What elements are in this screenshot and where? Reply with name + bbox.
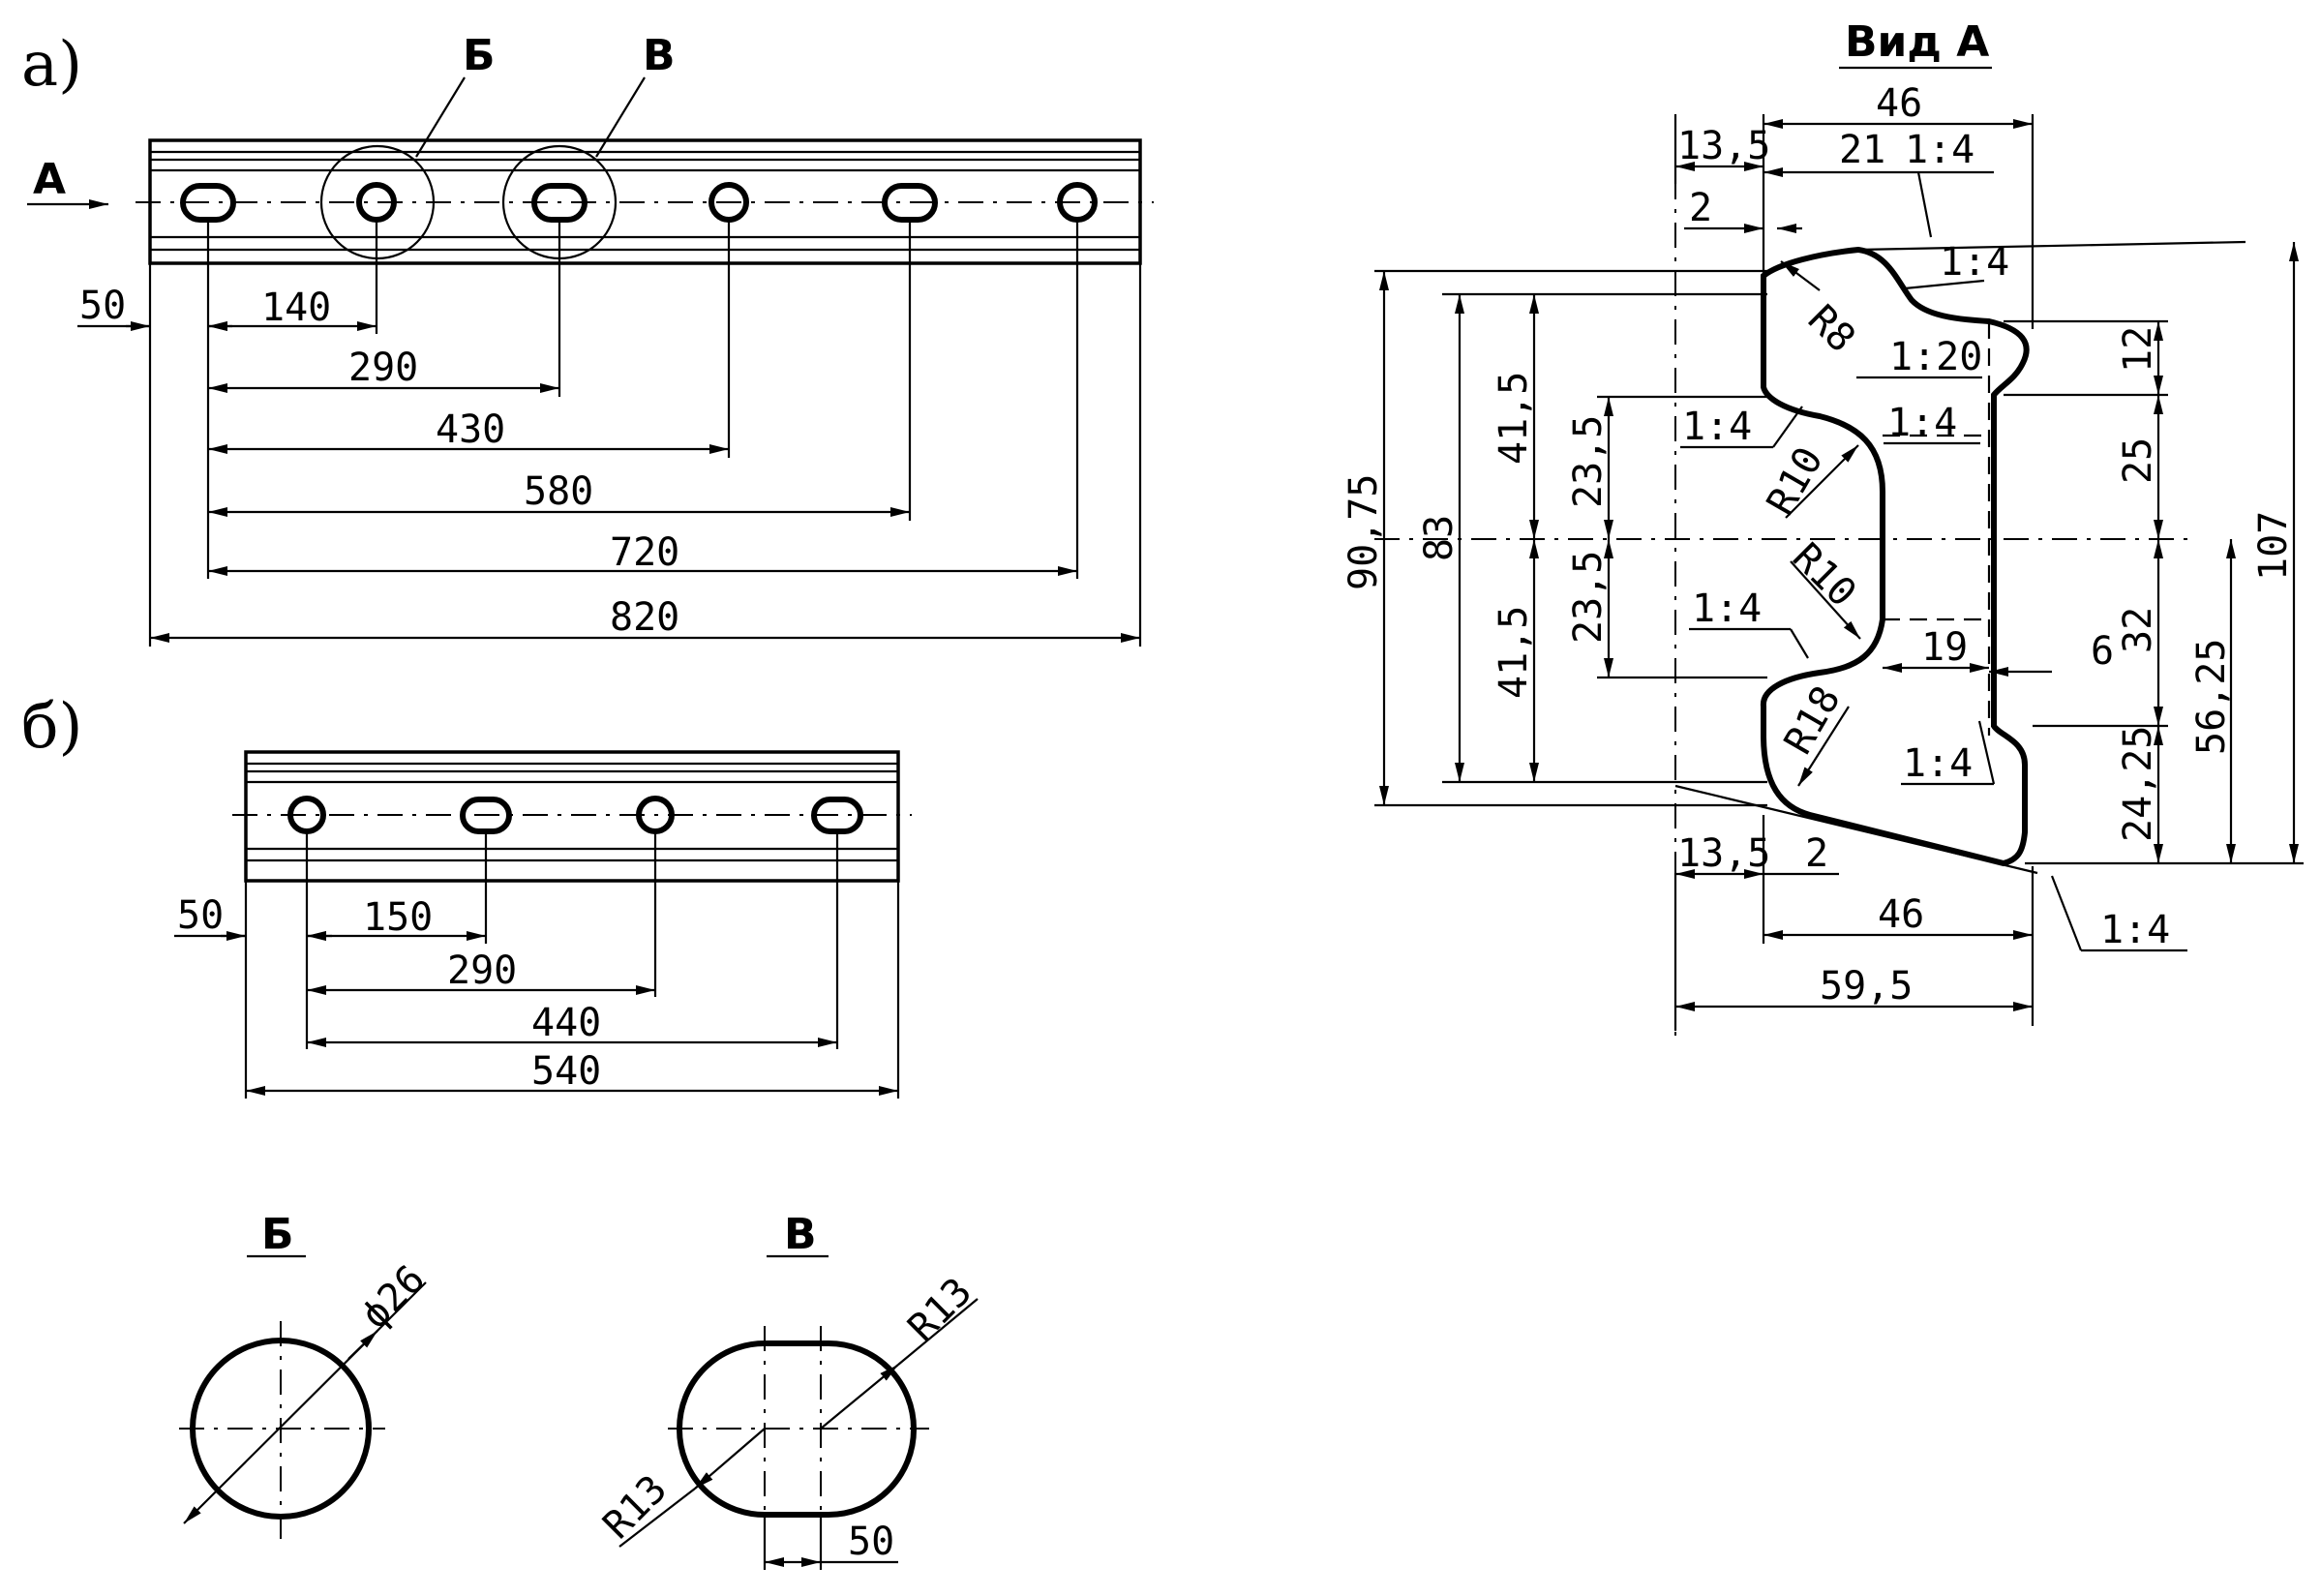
dim-a-430: 430 bbox=[436, 407, 505, 452]
dim-a-290: 290 bbox=[348, 346, 418, 390]
view-a-dim-23-5-lower: 23,5 bbox=[1566, 551, 1611, 644]
view-a-slope-left-upper: 1:4 bbox=[1682, 405, 1752, 449]
detail-b-diameter: ϕ26 bbox=[353, 1256, 435, 1338]
detail-v-title: В bbox=[784, 1210, 817, 1259]
callout-v-label: В bbox=[643, 31, 676, 80]
view-a-slope-1-20: 1:20 bbox=[1889, 335, 1982, 379]
dim-a-580: 580 bbox=[524, 469, 593, 514]
detail-v-width: 50 bbox=[848, 1520, 894, 1564]
dim-a-720: 720 bbox=[610, 530, 679, 575]
hole-round bbox=[356, 182, 397, 223]
view-a-slope-mid-upper: 1:4 bbox=[1887, 401, 1957, 445]
dim-b-540: 540 bbox=[531, 1049, 601, 1094]
view-a-dim-56-25: 56,25 bbox=[2189, 639, 2234, 755]
view-a-offset-bottom: 13,5 bbox=[1677, 831, 1770, 876]
view-a: Вид А 46 13,5 21 1:4 2 1:4 R8 1:20 bbox=[1341, 17, 2304, 1036]
hole-oval bbox=[882, 183, 938, 223]
view-a-gap-2-top: 2 bbox=[1689, 186, 1712, 230]
view-a-slope-left-lower: 1:4 bbox=[1692, 587, 1762, 631]
callouts: Б В bbox=[319, 31, 676, 260]
view-a-dim-83: 83 bbox=[1417, 515, 1462, 561]
detail-v-radius-bottom: R13 bbox=[595, 1466, 677, 1548]
hole-round bbox=[287, 796, 326, 834]
view-a-title: Вид А bbox=[1845, 17, 1989, 67]
detail-b: Б ϕ26 bbox=[179, 1210, 434, 1539]
plate-a-holes bbox=[180, 182, 1098, 223]
part-a-label: а) bbox=[21, 29, 82, 101]
view-a-slope-top: 1:4 bbox=[1905, 128, 1974, 172]
detail-b-title: Б bbox=[261, 1210, 294, 1259]
view-a-slope-right-lower: 1:4 bbox=[1903, 741, 1973, 786]
hole-oval bbox=[460, 797, 512, 834]
plate-b-dimensions: 50 150 290 440 540 bbox=[174, 893, 898, 1096]
view-a-dim-41-5-lower: 41,5 bbox=[1492, 606, 1536, 699]
view-a-slope-bottom: 1:4 bbox=[2100, 908, 2170, 952]
callout-b-label: Б bbox=[463, 31, 496, 80]
view-a-dim-23-5-upper: 23,5 bbox=[1566, 415, 1611, 508]
dim-a-50: 50 bbox=[79, 284, 126, 328]
view-a-total-width: 59,5 bbox=[1820, 964, 1913, 1009]
plate-b-extensions bbox=[244, 832, 900, 1099]
view-a-dim-19: 19 bbox=[1921, 625, 1968, 670]
view-a-bottom-width: 46 bbox=[1878, 892, 1924, 937]
plate-b bbox=[232, 750, 912, 883]
view-a-dim-12: 12 bbox=[2116, 326, 2160, 373]
view-a-dim-6: 6 bbox=[2091, 629, 2114, 674]
view-a-dim-107: 107 bbox=[2251, 511, 2296, 581]
plate-a bbox=[136, 138, 1154, 265]
view-a-offset-top: 13,5 bbox=[1677, 124, 1770, 168]
hole-round bbox=[636, 796, 675, 834]
dim-b-290: 290 bbox=[447, 949, 517, 993]
view-arrow-a: А bbox=[27, 155, 108, 209]
hole-oval bbox=[180, 183, 236, 223]
dim-b-150: 150 bbox=[363, 895, 433, 940]
view-a-top-width: 46 bbox=[1876, 81, 1922, 126]
hole-oval bbox=[811, 797, 863, 834]
view-a-slope-head: 1:4 bbox=[1940, 240, 2009, 285]
view-a-dim-24-25: 24,25 bbox=[2116, 726, 2160, 842]
view-a-radius-r8: R8 bbox=[1799, 297, 1864, 362]
view-arrow-a-label: А bbox=[33, 155, 66, 204]
dim-b-440: 440 bbox=[531, 1001, 601, 1045]
dim-a-820: 820 bbox=[610, 595, 679, 640]
view-a-dim-25: 25 bbox=[2116, 437, 2160, 484]
view-a-dim-41-5-upper: 41,5 bbox=[1492, 372, 1536, 465]
plate-a-extensions bbox=[148, 221, 1142, 647]
dim-b-50: 50 bbox=[177, 893, 224, 938]
plate-a-dimensions: 50 140 290 430 580 720 820 bbox=[77, 284, 1140, 643]
part-b-label: б) bbox=[21, 691, 83, 763]
dim-a-140: 140 bbox=[261, 286, 331, 330]
detail-v-radius-top: R13 bbox=[900, 1269, 981, 1350]
hole-oval bbox=[531, 183, 588, 223]
plate-b-holes bbox=[287, 796, 863, 834]
detail-v: В R13 R13 50 bbox=[595, 1210, 981, 1570]
view-a-gap-2-bottom: 2 bbox=[1805, 831, 1828, 876]
hole-round bbox=[708, 182, 749, 223]
view-a-profile bbox=[1760, 246, 2030, 867]
view-a-radius-r18: R18 bbox=[1776, 678, 1850, 762]
view-a-dim-32: 32 bbox=[2116, 607, 2160, 653]
hole-round bbox=[1057, 182, 1098, 223]
view-a-dim-90-75: 90,75 bbox=[1341, 474, 1386, 590]
view-a-top-21: 21 bbox=[1839, 128, 1885, 172]
view-a-radius-r10-lower: R10 bbox=[1784, 535, 1865, 617]
